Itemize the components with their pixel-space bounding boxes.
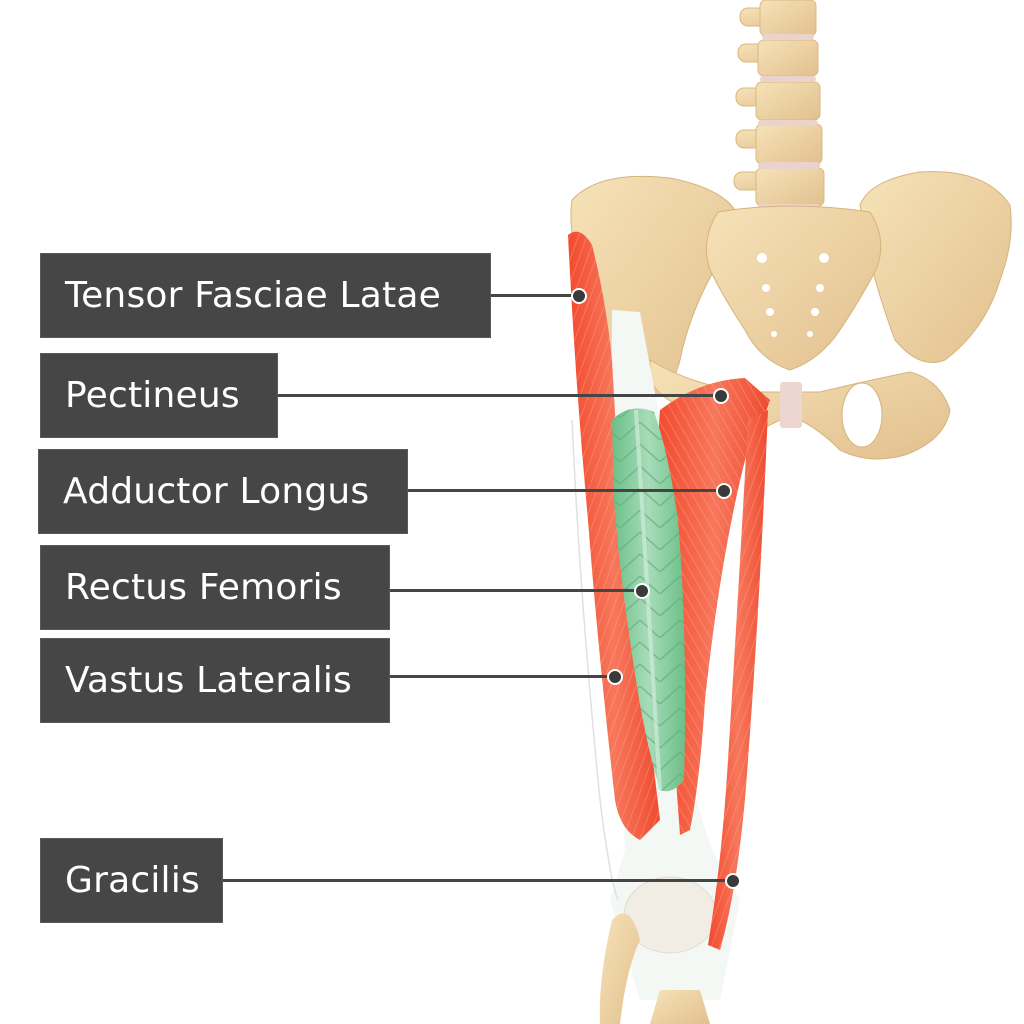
pointer-dot-gracilis [725,873,741,889]
label-text: Tensor Fasciae Latae [65,275,441,316]
label-adductor-longus: Adductor Longus [38,449,408,534]
label-gracilis: Gracilis [40,838,223,923]
label-text: Rectus Femoris [65,567,342,608]
pointer-dot-rectus-femoris [634,583,650,599]
label-text: Vastus Lateralis [65,660,352,701]
label-pectineus: Pectineus [40,353,278,438]
pointer-dot-pectineus [713,388,729,404]
label-text: Gracilis [65,860,200,901]
leader-line-rectus-femoris [390,589,640,592]
lumbar-spine [733,0,825,212]
label-vastus-lateralis: Vastus Lateralis [40,638,390,723]
leader-line-vastus-lateralis [390,675,613,678]
label-tensor-fasciae-latae: Tensor Fasciae Latae [40,253,491,338]
muscles [568,231,770,950]
label-rectus-femoris: Rectus Femoris [40,545,390,630]
pointer-dot-adductor-longus [716,483,732,499]
leader-line-adductor-longus [408,489,722,492]
label-text: Adductor Longus [63,471,370,512]
pointer-dot-tensor-fasciae-latae [571,288,587,304]
leader-line-pectineus [278,394,719,397]
pointer-dot-vastus-lateralis [607,669,623,685]
label-text: Pectineus [65,375,240,416]
leader-line-tensor-fasciae-latae [491,294,577,297]
sacral-foramina [757,253,829,337]
leader-line-gracilis [223,879,731,882]
pubic-symphysis [780,382,802,428]
